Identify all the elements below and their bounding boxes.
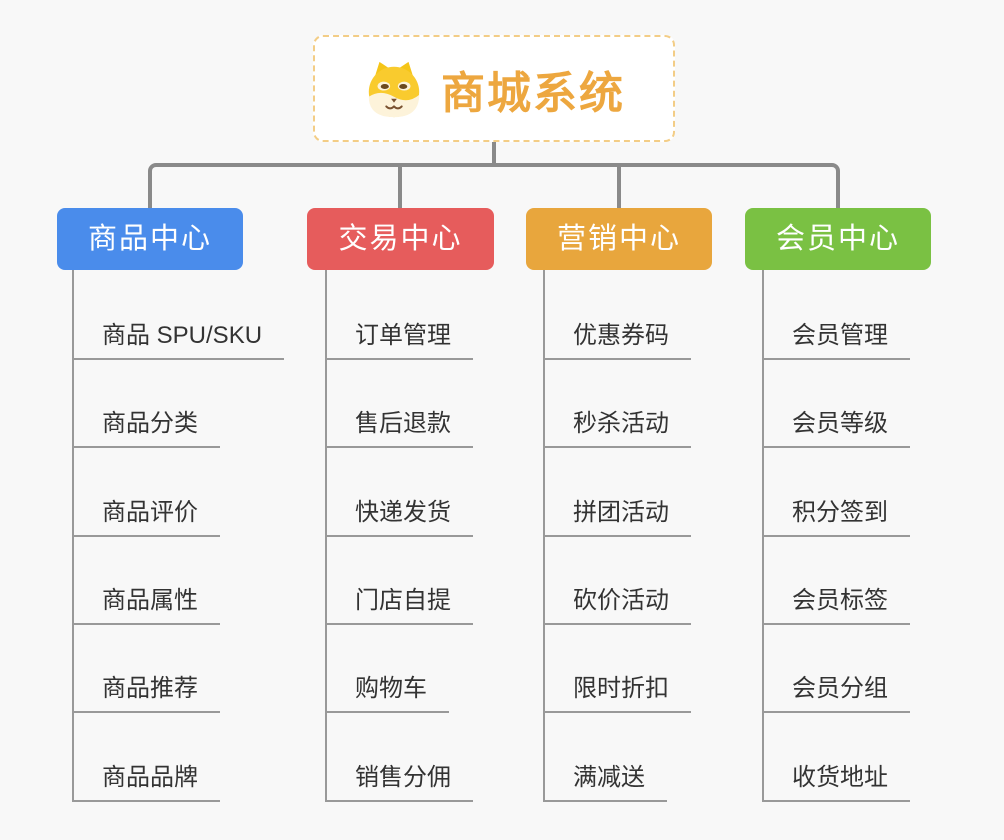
leaf-topic[interactable]: 限时折扣 bbox=[543, 668, 691, 713]
root-title: 商城系统 bbox=[441, 68, 625, 118]
branch-column-marketing: 优惠券码 秒杀活动 拼团活动 砍价活动 限时折扣 满减送 bbox=[543, 270, 691, 802]
doge-icon bbox=[368, 61, 420, 117]
branch-column-member: 会员管理 会员等级 积分签到 会员标签 会员分组 收货地址 bbox=[762, 270, 910, 802]
leaf-topic[interactable]: 收货地址 bbox=[762, 757, 910, 802]
leaf-topic[interactable]: 满减送 bbox=[543, 757, 667, 802]
branch-node-trade-center[interactable]: 交易中心 bbox=[307, 208, 494, 270]
leaf-topic[interactable]: 购物车 bbox=[325, 668, 449, 713]
leaf-topic[interactable]: 订单管理 bbox=[325, 315, 473, 360]
leaf-topic[interactable]: 销售分佣 bbox=[325, 757, 473, 802]
connector-drop-branch-3 bbox=[617, 165, 621, 210]
branch-column-product: 商品 SPU/SKU 商品分类 商品评价 商品属性 商品推荐 商品品牌 bbox=[72, 270, 285, 802]
branch-column-trade: 订单管理 售后退款 快递发货 门店自提 购物车 销售分佣 bbox=[325, 270, 473, 802]
leaf-topic[interactable]: 会员分组 bbox=[762, 668, 910, 713]
branch-node-member-center[interactable]: 会员中心 bbox=[745, 208, 931, 270]
leaf-topic[interactable]: 会员等级 bbox=[762, 403, 910, 448]
leaf-topic[interactable]: 优惠券码 bbox=[543, 315, 691, 360]
leaf-topic[interactable]: 商品推荐 bbox=[72, 668, 220, 713]
connector-drop-branch-2 bbox=[398, 165, 402, 210]
leaf-topic[interactable]: 会员标签 bbox=[762, 580, 910, 625]
leaf-topic[interactable]: 拼团活动 bbox=[543, 492, 691, 537]
leaf-topic[interactable]: 门店自提 bbox=[325, 580, 473, 625]
leaf-topic[interactable]: 商品分类 bbox=[72, 403, 220, 448]
leaf-topic[interactable]: 商品评价 bbox=[72, 492, 220, 537]
root-node[interactable]: 商城系统 bbox=[313, 35, 675, 142]
leaf-topic[interactable]: 商品 SPU/SKU bbox=[72, 315, 285, 360]
connector-root-stem bbox=[492, 140, 496, 167]
leaf-topic[interactable]: 售后退款 bbox=[325, 403, 473, 448]
leaf-topic[interactable]: 快递发货 bbox=[325, 492, 473, 537]
branch-node-marketing-center[interactable]: 营销中心 bbox=[526, 208, 712, 270]
leaf-topic[interactable]: 会员管理 bbox=[762, 315, 910, 360]
leaf-topic[interactable]: 商品品牌 bbox=[72, 757, 220, 802]
leaf-topic[interactable]: 秒杀活动 bbox=[543, 403, 691, 448]
leaf-topic[interactable]: 砍价活动 bbox=[543, 580, 691, 625]
branch-node-product-center[interactable]: 商品中心 bbox=[57, 208, 243, 270]
leaf-topic[interactable]: 积分签到 bbox=[762, 492, 910, 537]
leaf-topic[interactable]: 商品属性 bbox=[72, 580, 220, 625]
connector-bus bbox=[148, 163, 840, 210]
